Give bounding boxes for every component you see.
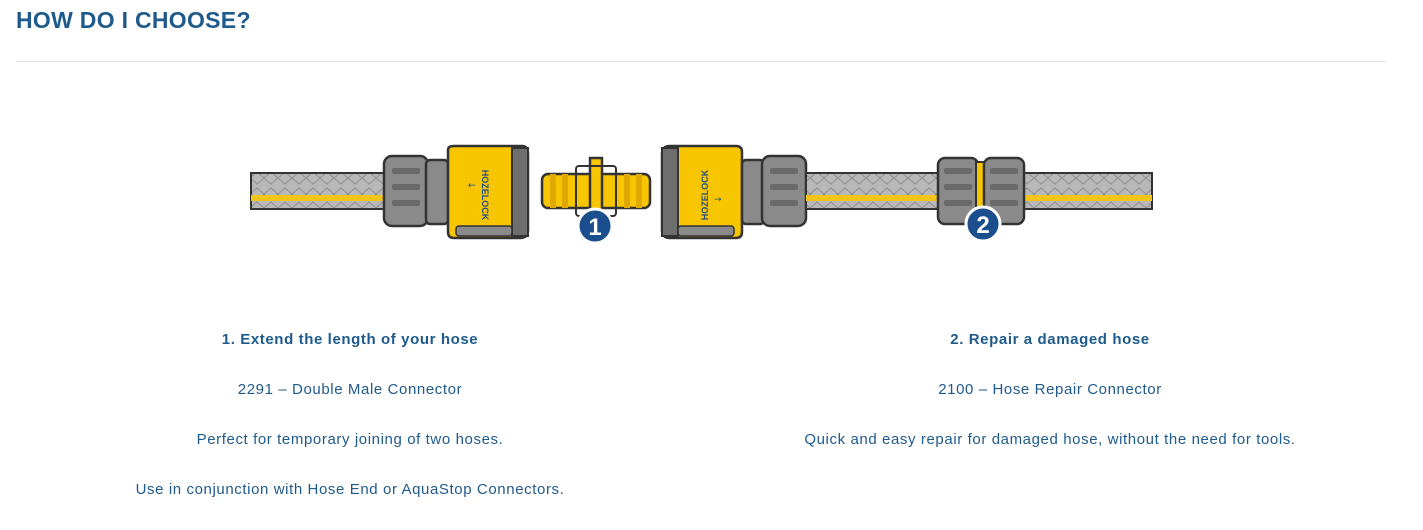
hose-repair-connector [936,156,1026,226]
hose-connector-diagram: HOZELOCK ← 1 HOZELOCK → [250,144,1153,245]
double-male-connector [540,156,652,226]
option-extend: 1. Extend the length of your hose 2291 –… [50,330,650,530]
option-heading: 1. Extend the length of your hose [221,331,479,348]
arrow-left-icon: ← [468,181,476,191]
page-title: HOW DO I CHOOSE? [16,7,251,33]
arrow-right-icon: → [714,195,722,205]
badge-1: 1 [576,207,614,245]
option-repair: 2. Repair a damaged hose 2100 – Hose Rep… [750,330,1350,480]
product-name: 2291 – Double Male Connector [237,381,463,398]
brand-logo-left: HOZELOCK [480,170,490,221]
svg-text:1: 1 [588,214,601,241]
description-line: Use in conjunction with Hose End or Aqua… [135,481,565,498]
left-hose [250,172,392,210]
svg-text:2: 2 [976,212,989,239]
description-line: Quick and easy repair for damaged hose, … [804,431,1296,448]
divider [16,61,1386,62]
right-hose-end-connector: HOZELOCK → [660,144,808,240]
left-hose-end-connector: HOZELOCK ← [382,144,530,240]
product-name: 2100 – Hose Repair Connector [938,381,1162,398]
description-line: Perfect for temporary joining of two hos… [196,431,504,448]
badge-2: 2 [964,205,1002,243]
brand-logo-right: HOZELOCK [700,169,710,220]
option-heading: 2. Repair a damaged hose [950,331,1150,348]
